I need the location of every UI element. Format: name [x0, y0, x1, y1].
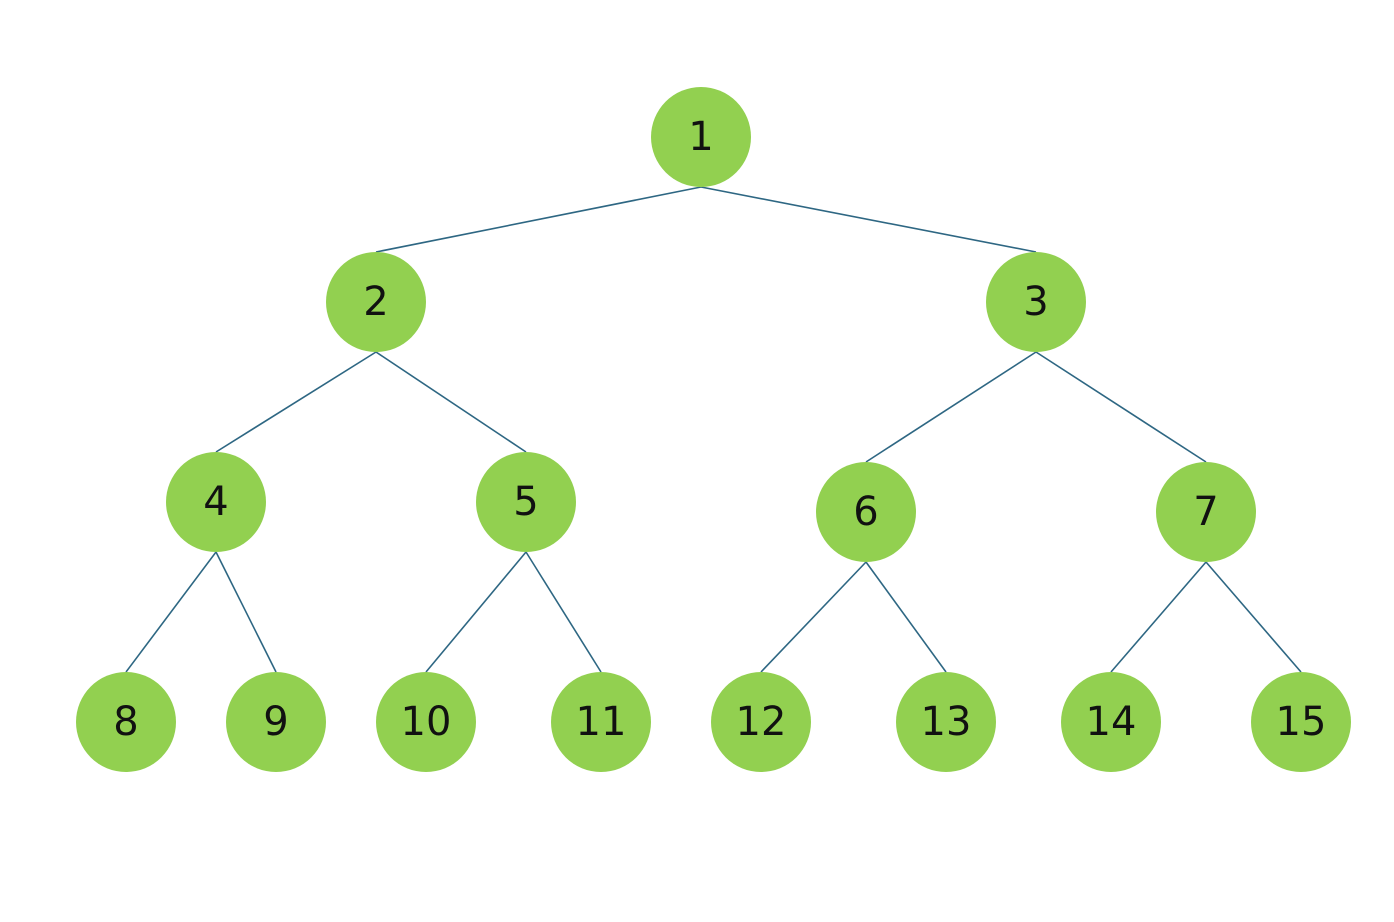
- edge-n6-n12: [760, 561, 867, 673]
- node-label: 6: [853, 489, 878, 535]
- edge-n7-n15: [1205, 561, 1302, 673]
- node-circle: [226, 672, 326, 772]
- node-circle: [1251, 672, 1351, 772]
- node-label: 10: [401, 699, 452, 745]
- edge-n4-n8: [125, 551, 217, 673]
- tree-node-5: 5: [476, 452, 576, 552]
- node-label: 5: [513, 479, 538, 525]
- node-circle: [986, 252, 1086, 352]
- node-label: 7: [1193, 489, 1218, 535]
- node-label: 12: [736, 699, 787, 745]
- node-circle: [1061, 672, 1161, 772]
- edge-n3-n6: [865, 351, 1037, 463]
- node-circle: [376, 672, 476, 772]
- node-circle: [651, 87, 751, 187]
- tree-node-13: 13: [896, 672, 996, 772]
- node-circle: [166, 452, 266, 552]
- node-label: 13: [921, 699, 972, 745]
- node-circle: [1156, 462, 1256, 562]
- node-label: 3: [1023, 279, 1048, 325]
- node-circle: [326, 252, 426, 352]
- tree-node-15: 15: [1251, 672, 1351, 772]
- edge-n5-n11: [525, 551, 602, 673]
- edge-n6-n13: [865, 561, 947, 673]
- tree-node-10: 10: [376, 672, 476, 772]
- node-label: 8: [113, 699, 138, 745]
- tree-node-3: 3: [986, 252, 1086, 352]
- tree-node-8: 8: [76, 672, 176, 772]
- tree-node-6: 6: [816, 462, 916, 562]
- node-label: 4: [203, 479, 228, 525]
- edge-n1-n3: [700, 186, 1037, 253]
- node-label: 14: [1086, 699, 1137, 745]
- tree-node-4: 4: [166, 452, 266, 552]
- node-label: 2: [363, 279, 388, 325]
- node-label: 11: [576, 699, 627, 745]
- node-label: 15: [1276, 699, 1327, 745]
- node-circle: [476, 452, 576, 552]
- edge-n2-n5: [375, 351, 527, 453]
- tree-node-9: 9: [226, 672, 326, 772]
- node-circle: [711, 672, 811, 772]
- node-label: 9: [263, 699, 288, 745]
- tree-node-1: 1: [651, 87, 751, 187]
- tree-node-14: 14: [1061, 672, 1161, 772]
- tree-edges: [125, 186, 1302, 673]
- node-label: 1: [688, 114, 713, 160]
- tree-node-2: 2: [326, 252, 426, 352]
- edge-n2-n4: [215, 351, 377, 453]
- edge-n1-n2: [375, 186, 702, 253]
- edge-n5-n10: [425, 551, 527, 673]
- edge-n7-n14: [1110, 561, 1207, 673]
- tree-node-12: 12: [711, 672, 811, 772]
- node-circle: [551, 672, 651, 772]
- edge-n4-n9: [215, 551, 277, 673]
- edge-n3-n7: [1035, 351, 1207, 463]
- node-circle: [76, 672, 176, 772]
- tree-node-7: 7: [1156, 462, 1256, 562]
- node-circle: [896, 672, 996, 772]
- tree-node-11: 11: [551, 672, 651, 772]
- node-circle: [816, 462, 916, 562]
